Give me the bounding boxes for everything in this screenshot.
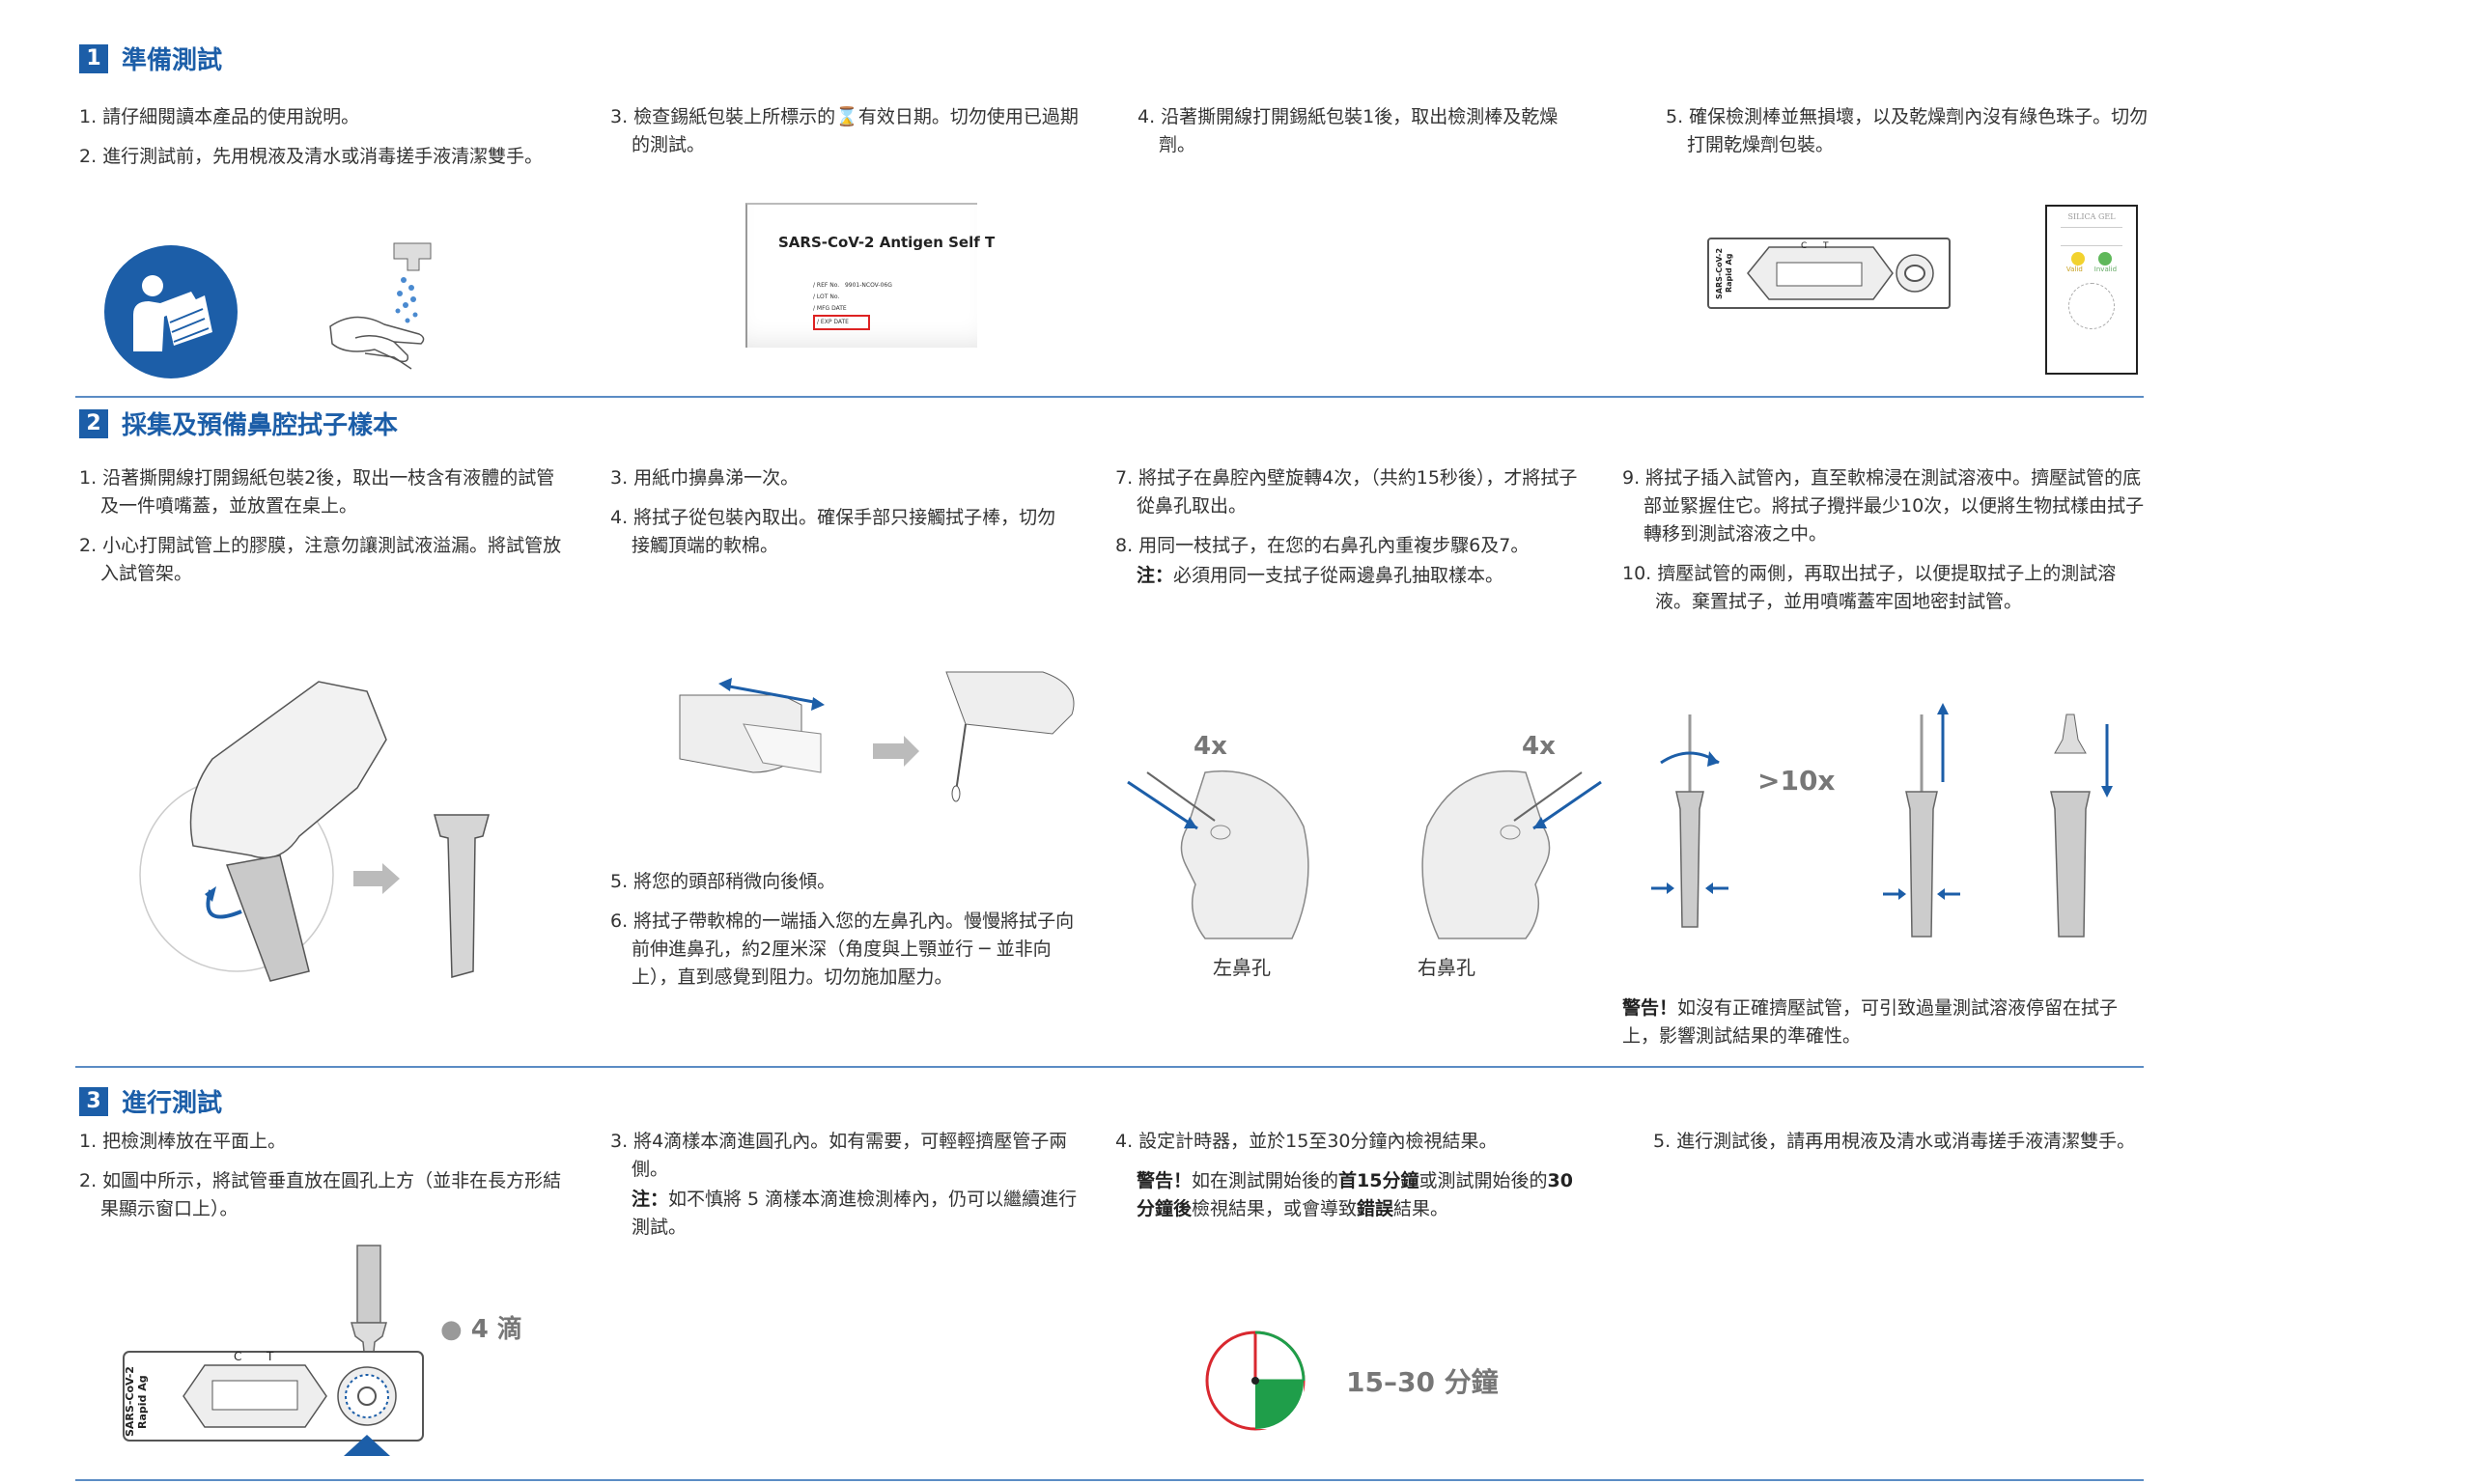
nostril-swab-illustration <box>1127 770 1602 939</box>
section-number: 3 <box>79 1086 108 1116</box>
s1-col4: 5. 確保檢測棒並無損壞，以及乾燥劑內沒有綠色珠子。切勿打開乾燥劑包裝。 <box>1666 103 2149 171</box>
section-number: 1 <box>79 43 108 73</box>
cassette-label: SARS-CoV-2 Rapid Ag <box>124 1366 149 1438</box>
section-title: 採集及預備鼻腔拭子樣本 <box>122 411 399 440</box>
s2-col4: 9. 將拭子插入試管內，直至軟棉浸在測試溶液中。擠壓試管的底部並緊握住它。將拭子… <box>1622 464 2149 628</box>
timing-warning: 警告！如在測試開始後的首15分鐘或測試開始後的30分鐘後檢視結果，或會導致錯誤結… <box>1137 1170 1573 1219</box>
tube-stir-illustration <box>1651 703 2113 938</box>
section-title: 進行測試 <box>122 1089 223 1118</box>
open-tube-illustration <box>139 681 490 982</box>
sample-well-icon <box>1896 254 1934 293</box>
section-2-header: 2 採集及預備鼻腔拭子樣本 <box>79 406 398 441</box>
step-4: 4. 沿著撕開線打開錫紙包裝1後，取出檢測棒及乾燥劑。 <box>1138 106 1559 155</box>
s2-col2: 3. 用紙巾擤鼻涕一次。 4. 將拭子從包裝內取出。確保手部只接觸拭子棒，切勿接… <box>610 464 1064 572</box>
step-2: 2. 如圖中所示，將試管垂直放在圓孔上方（並非在長方形結果顯示窗口上）。 <box>79 1170 562 1219</box>
step-3: 3. 檢查錫紙包裝上所標示的⌛有效日期。切勿使用已過期的測試。 <box>610 106 1079 155</box>
drop-sample-illustration <box>123 1245 424 1456</box>
drop-icon: ● <box>440 1315 463 1344</box>
left-nostril-label: 左鼻孔 <box>1213 956 1271 979</box>
hourglass-icon: ⌛ <box>835 106 858 127</box>
s2-warning: 警告！如沒有正確擠壓試管，可引致過量測試溶液停留在拭子上，影響測試結果的準確性。 <box>1622 994 2149 1062</box>
step-5: 5. 進行測試後，請再用梘液及清水或消毒搓手液清潔雙手。 <box>1653 1131 2136 1152</box>
step-3: 3. 用紙巾擤鼻涕一次。 <box>610 467 800 489</box>
step-4: 4. 設定計時器，並於15至30分鐘內檢視結果。 <box>1115 1131 1498 1152</box>
blow-nose-swab-illustration <box>679 671 1075 802</box>
rotation-count-left: 4x <box>1194 732 1227 761</box>
step-4: 4. 將拭子從包裝內取出。確保手部只接觸拭子棒，切勿接觸頂端的軟棉。 <box>610 507 1056 556</box>
s3-col4: 5. 進行測試後，請再用梘液及清水或消毒搓手液清潔雙手。 <box>1653 1128 2136 1167</box>
divider <box>75 1066 2144 1068</box>
s3-col3: 4. 設定計時器，並於15至30分鐘內檢視結果。 警告！如在測試開始後的首15分… <box>1115 1128 1584 1235</box>
foil-package-image: SARS-CoV-2 Antigen Self T / REF No. 9901… <box>745 203 995 348</box>
right-nostril-label: 右鼻孔 <box>1418 956 1475 979</box>
step-3-note: 注：如不慎將 5 滴樣本滴進檢測棒內，仍可以繼續進行測試。 <box>632 1189 1078 1238</box>
green-bead-icon <box>2098 252 2112 266</box>
section-3-header: 3 進行測試 <box>79 1083 222 1119</box>
step-1: 1. 把檢測棒放在平面上。 <box>79 1131 287 1152</box>
foil-labels: / REF No. 9901-NCOV-06G / LOT No. / MFG … <box>813 280 892 330</box>
step-6: 6. 將拭子帶軟棉的一端插入您的左鼻孔內。慢慢將拭子向前伸進鼻孔，約2厘米深（角… <box>610 910 1075 988</box>
foil-title: SARS-CoV-2 Antigen Self T <box>778 234 996 251</box>
s2-col2b: 5. 將您的頭部稍微向後傾。 6. 將拭子帶軟棉的一端插入您的左鼻孔內。慢慢將拭… <box>610 868 1083 1003</box>
section-title: 準備測試 <box>122 46 223 75</box>
s1-col2: 3. 檢查錫紙包裝上所標示的⌛有效日期。切勿使用已過期的測試。 <box>610 103 1083 171</box>
step-8-note: 注：必須用同一支拭子從兩邊鼻孔抽取樣本。 <box>1137 565 1504 586</box>
read-manual-icon <box>104 245 238 378</box>
s1-col3: 4. 沿著撕開線打開錫紙包裝1後，取出檢測棒及乾燥劑。 <box>1138 103 1591 171</box>
stir-count: >10x <box>1757 765 1836 797</box>
expiry-date-highlight: / EXP DATE <box>813 315 870 330</box>
s1-col1: 1. 請仔細閱讀本產品的使用說明。 2. 進行測試前，先用梘液及清水或消毒搓手液… <box>79 103 581 182</box>
divider <box>75 1479 2144 1481</box>
step-8: 8. 用同一枝拭子，在您的右鼻孔內重複步驟6及7。 <box>1115 535 1530 556</box>
step-5: 5. 確保檢測棒並無損壞，以及乾燥劑內沒有綠色珠子。切勿打開乾燥劑包裝。 <box>1666 106 2149 155</box>
s3-col1: 1. 把檢測棒放在平面上。 2. 如圖中所示，將試管垂直放在圓孔上方（並非在長方… <box>79 1128 572 1235</box>
drops-count: ● 4 滴 <box>440 1315 522 1344</box>
step-1: 1. 請仔細閱讀本產品的使用說明。 <box>79 106 360 127</box>
s3-col2: 3. 將4滴樣本滴進圓孔內。如有需要，可輕輕擠壓管子兩側。 注：如不慎將 5 滴… <box>610 1128 1083 1253</box>
warning-text: 如沒有正確擠壓試管，可引致過量測試溶液停留在拭子上，影響測試結果的準確性。 <box>1622 997 2119 1047</box>
yellow-bead-icon <box>2071 252 2085 266</box>
step-7: 7. 將拭子在鼻腔內壁旋轉4次，（共約15秒後），才將拭子從鼻孔取出。 <box>1115 467 1578 517</box>
step-5: 5. 將您的頭部稍微向後傾。 <box>610 871 836 892</box>
rotation-count-right: 4x <box>1522 732 1556 761</box>
handwash-icon <box>329 242 432 370</box>
step-1: 1. 沿著撕開線打開錫紙包裝2後，取出一枝含有液體的試管及一件噴嘴蓋，並放置在桌… <box>79 467 555 517</box>
section-number: 2 <box>79 408 108 438</box>
step-9: 9. 將拭子插入試管內，直至軟棉浸在測試溶液中。擠壓試管的底部並緊握住它。將拭子… <box>1622 467 2145 545</box>
timer-label: 15–30 分鐘 <box>1346 1366 1499 1398</box>
step-10: 10. 擠壓試管的兩側，再取出拭子，以便提取拭子上的測試溶液。棄置拭子，並用噴嘴… <box>1622 563 2117 612</box>
step-2: 2. 小心打開試管上的膠膜，注意勿讓測試液溢漏。將試管放入試管架。 <box>79 535 562 584</box>
test-cassette-image: SARS-CoV-2 Rapid Ag C T <box>1707 238 1951 309</box>
divider <box>75 396 2144 398</box>
step-3: 3. 將4滴樣本滴進圓孔內。如有需要，可輕輕擠壓管子兩側。 <box>610 1131 1068 1180</box>
step-2: 2. 進行測試前，先用梘液及清水或消毒搓手液清潔雙手。 <box>79 146 544 167</box>
warning-label: 警告！ <box>1622 997 1678 1019</box>
section-1-header: 1 準備測試 <box>79 41 222 76</box>
s2-col3: 7. 將拭子在鼻腔內壁旋轉4次，（共約15秒後），才將拭子從鼻孔取出。 8. 用… <box>1115 464 1584 602</box>
timer-icon <box>1205 1330 1306 1431</box>
s2-col1: 1. 沿著撕開線打開錫紙包裝2後，取出一枝含有液體的試管及一件噴嘴蓋，並放置在桌… <box>79 464 572 600</box>
